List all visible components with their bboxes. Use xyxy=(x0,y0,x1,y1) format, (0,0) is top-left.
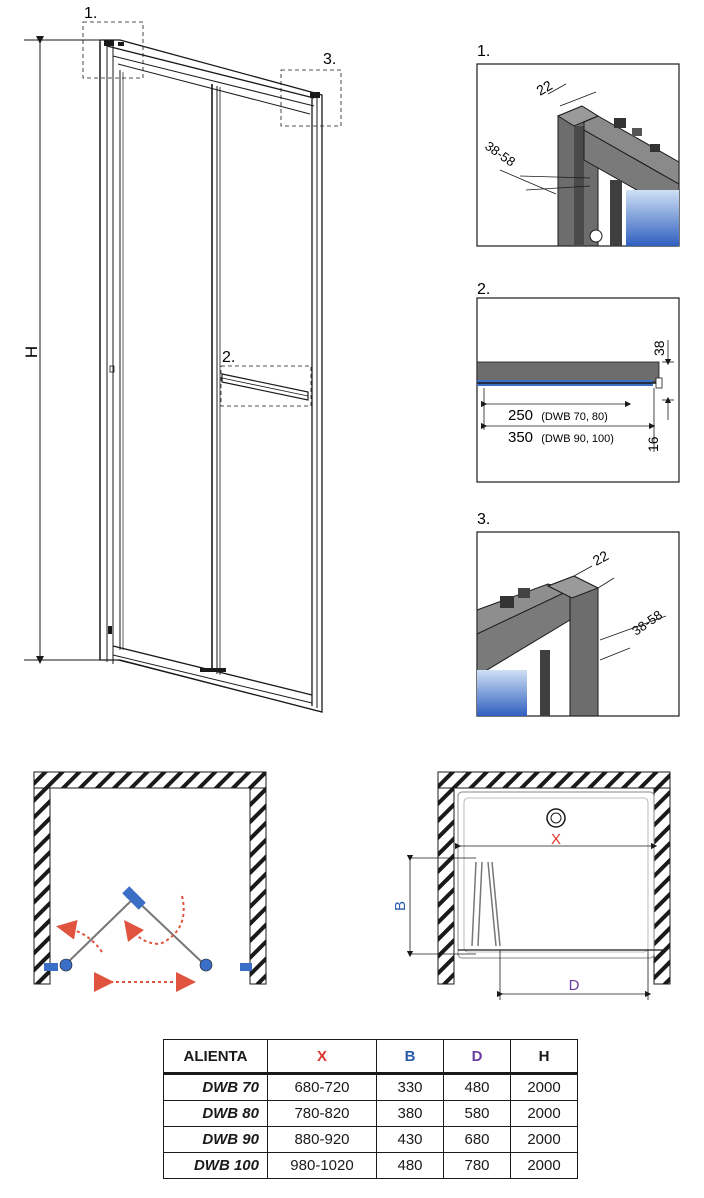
detail-2-label: 2. xyxy=(477,281,490,298)
cell-b: 430 xyxy=(376,1126,444,1153)
cell-model: DWB 90 xyxy=(163,1126,268,1153)
detail-3-dim-top: 22 xyxy=(590,547,611,569)
d-label: D xyxy=(569,977,580,994)
detail-3-label: 3. xyxy=(477,511,490,528)
cell-b: 480 xyxy=(376,1152,444,1179)
detail-1-dim-top: 22 xyxy=(534,77,556,99)
detail-2-len-large: 350 xyxy=(508,429,533,446)
col-header-b: B xyxy=(376,1039,444,1074)
cell-d: 480 xyxy=(443,1072,511,1101)
cell-h: 2000 xyxy=(510,1072,578,1101)
cell-h: 2000 xyxy=(510,1126,578,1153)
col-header-d: D xyxy=(443,1039,511,1074)
detail-2-len-small-note: (DWB 70, 80) xyxy=(541,411,608,423)
b-label: B xyxy=(392,901,409,911)
cell-h: 2000 xyxy=(510,1152,578,1179)
cell-x: 680-720 xyxy=(267,1072,377,1101)
table-row: DWB 90 880-920 430 680 2000 xyxy=(163,1126,578,1153)
table-row: DWB 100 980-1020 480 780 2000 xyxy=(163,1152,578,1179)
cell-d: 580 xyxy=(443,1100,511,1127)
callout-2-label: 2. xyxy=(222,349,235,366)
cell-b: 330 xyxy=(376,1072,444,1101)
col-header-x: X xyxy=(267,1039,377,1074)
swing-plan-view xyxy=(33,771,267,992)
cell-x: 780-820 xyxy=(267,1100,377,1127)
cell-model: DWB 80 xyxy=(163,1100,268,1127)
table-row: DWB 70 680-720 330 480 2000 xyxy=(163,1072,578,1101)
cell-x: 880-920 xyxy=(267,1126,377,1153)
detail-2-dim-offset: 16 xyxy=(645,436,661,452)
dimension-plan-view: X B D xyxy=(392,771,671,1000)
table-header-row: ALIENTA X B D H xyxy=(163,1039,578,1074)
callout-1-label: 1. xyxy=(84,5,97,22)
x-label: X xyxy=(551,831,561,848)
detail-2: 2. 38 16 250 (DWB 70, 80) 350 (DWB 90, 1… xyxy=(476,281,680,483)
detail-1: 1. 22 38-58 xyxy=(476,43,680,247)
detail-2-len-large-note: (DWB 90, 100) xyxy=(541,433,614,445)
cell-d: 680 xyxy=(443,1126,511,1153)
detail-3: 3. 22 38-58 xyxy=(476,511,680,717)
detail-1-label: 1. xyxy=(477,43,490,60)
cell-model: DWB 70 xyxy=(163,1072,268,1101)
detail-2-dim-height: 38 xyxy=(651,340,667,356)
dimensions-table: ALIENTA X B D H DWB 70 680-720 330 480 2… xyxy=(163,1039,578,1179)
cell-b: 380 xyxy=(376,1100,444,1127)
cell-x: 980-1020 xyxy=(267,1152,377,1179)
cell-d: 780 xyxy=(443,1152,511,1179)
svg-text:250 (DWB 70, 80): 250 (DWB 70, 80) xyxy=(508,407,608,424)
svg-text:350 (DWB 90, 100): 350 (DWB 90, 100) xyxy=(508,429,614,446)
cell-model: DWB 100 xyxy=(163,1152,268,1179)
table-row: DWB 80 780-820 380 580 2000 xyxy=(163,1100,578,1127)
callout-3-label: 3. xyxy=(323,51,336,68)
col-header-h: H xyxy=(510,1039,578,1074)
main-door-view: H xyxy=(22,5,342,713)
col-header-model: ALIENTA xyxy=(163,1039,268,1074)
height-label: H xyxy=(22,346,41,358)
cell-h: 2000 xyxy=(510,1100,578,1127)
detail-2-len-small: 250 xyxy=(508,407,533,424)
